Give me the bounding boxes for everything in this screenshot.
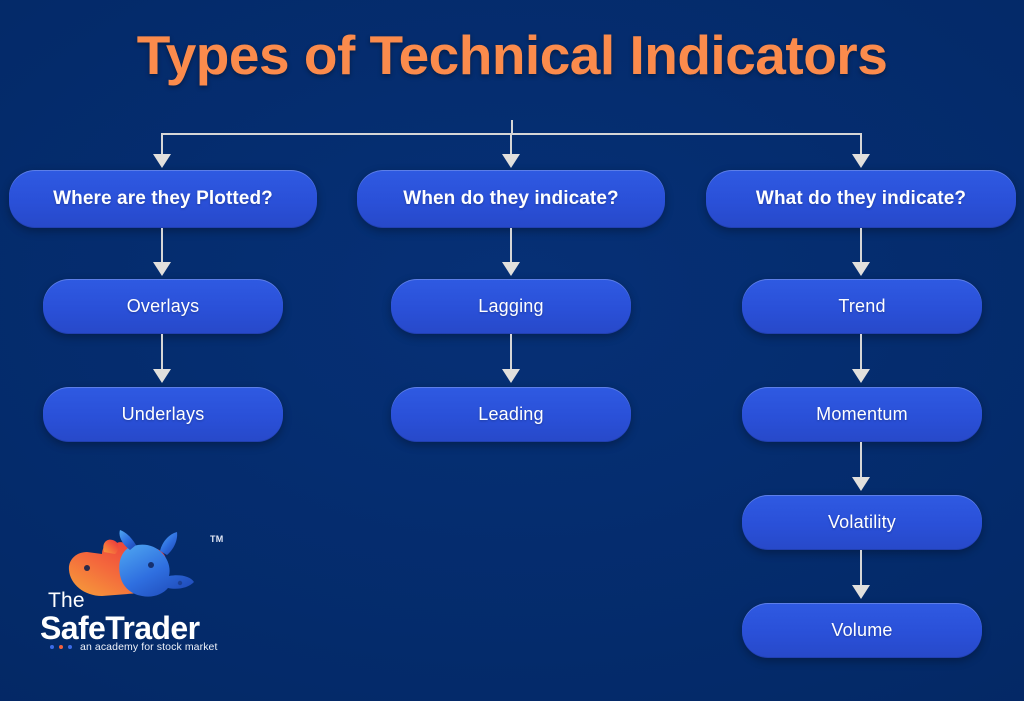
node-label: Leading: [478, 403, 544, 424]
logo-safetrader: SafeTrader: [40, 611, 246, 645]
node-trend[interactable]: Trend: [742, 279, 982, 334]
logo-trader: Trader: [105, 610, 200, 646]
connector-root-stem: [511, 120, 513, 134]
node-label: Lagging: [478, 295, 544, 316]
tagline-text: an academy for stock market: [80, 641, 218, 653]
page-title: Types of Technical Indicators: [136, 24, 888, 86]
arrowhead-c1-overlays: [153, 262, 171, 276]
node-volatility[interactable]: Volatility: [742, 495, 982, 550]
node-momentum[interactable]: Momentum: [742, 387, 982, 442]
arrowhead-to-column-1: [153, 154, 171, 168]
node-overlays[interactable]: Overlays: [43, 279, 283, 334]
node-label: When do they indicate?: [403, 187, 619, 209]
connector-c1-header-to-overlays: [161, 228, 163, 266]
arrowhead-c2-lagging: [502, 262, 520, 276]
tagline-dot-icon-2: [59, 645, 63, 649]
connector-bracket-drop-2: [510, 133, 512, 157]
node-label: Underlays: [121, 403, 205, 424]
tagline-dot-icon-1: [50, 645, 54, 649]
arrowhead-c3-volatility: [852, 477, 870, 491]
arrowhead-c3-momentum: [852, 369, 870, 383]
node-volume[interactable]: Volume: [742, 603, 982, 658]
connector-c2-header-to-lagging: [510, 228, 512, 266]
logo-the: The: [48, 589, 85, 612]
connector-c2-lagging-to-leading: [510, 334, 512, 372]
node-label: Volatility: [827, 511, 897, 532]
arrowhead-c3-trend: [852, 262, 870, 276]
connector-c3-volatility-to-volume: [860, 550, 862, 588]
connector-c3-momentum-to-volatility: [860, 442, 862, 480]
node-underlays[interactable]: Underlays: [43, 387, 283, 442]
trademark-icon: TM: [210, 534, 224, 544]
arrowhead-c2-leading: [502, 369, 520, 383]
logo-safe: Safe: [40, 610, 106, 646]
arrowhead-c1-underlays: [153, 369, 171, 383]
logo-tagline: an academy for stock market: [50, 641, 218, 653]
node-what-do-they-indicate[interactable]: What do they indicate?: [706, 170, 1016, 228]
node-label: Volume: [831, 619, 893, 640]
node-where-are-they-plotted[interactable]: Where are they Plotted?: [9, 170, 317, 228]
connector-c1-overlays-to-underlays: [161, 334, 163, 372]
node-label: Momentum: [816, 403, 908, 424]
node-label: Trend: [838, 295, 886, 316]
node-leading[interactable]: Leading: [391, 387, 631, 442]
tagline-dot-icon-3: [68, 645, 72, 649]
node-label: Where are they Plotted?: [53, 187, 273, 209]
connector-c3-header-to-trend: [860, 228, 862, 266]
node-label: What do they indicate?: [755, 187, 967, 209]
node-label: Overlays: [126, 295, 200, 316]
node-lagging[interactable]: Lagging: [391, 279, 631, 334]
connector-c3-trend-to-momentum: [860, 334, 862, 372]
bull-and-bear-icon: [56, 528, 196, 600]
node-when-do-they-indicate[interactable]: When do they indicate?: [357, 170, 665, 228]
arrowhead-c3-volume: [852, 585, 870, 599]
connector-bracket-drop-3: [860, 133, 862, 157]
brand-logo[interactable]: TM The SafeTrader an academy for stock m…: [38, 528, 248, 660]
arrowhead-to-column-3: [852, 154, 870, 168]
arrowhead-to-column-2: [502, 154, 520, 168]
connector-bracket-drop-1: [161, 133, 163, 157]
logo-wordmark: The SafeTrader: [40, 590, 246, 645]
